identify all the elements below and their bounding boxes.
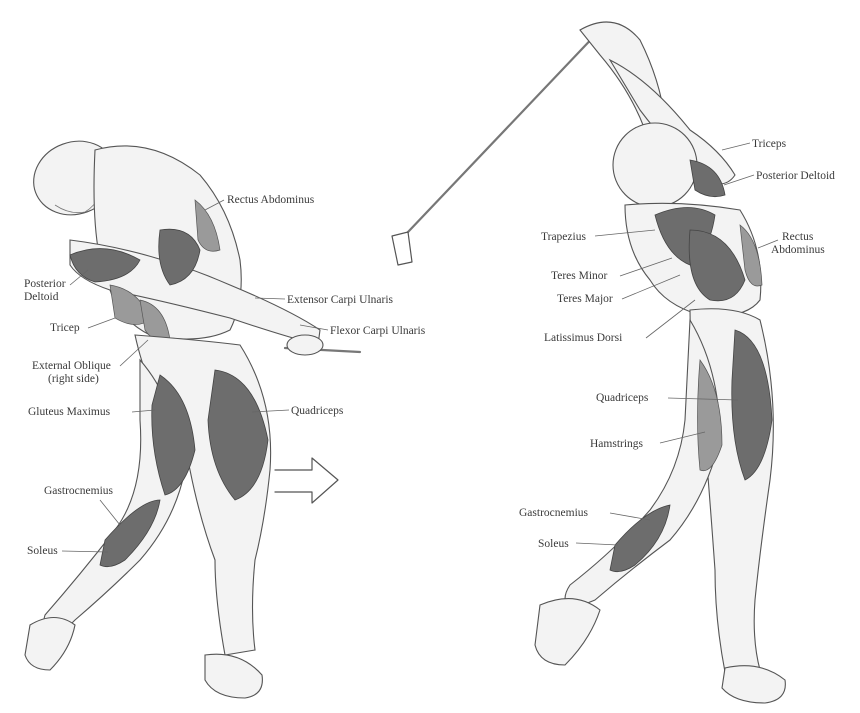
right-front-shoe [722, 666, 785, 703]
right-club-shaft [408, 30, 600, 232]
label-rectus-right-2: Abdominus [771, 244, 825, 256]
label-soleus-left: Soleus [27, 545, 58, 557]
label-quadriceps-right: Quadriceps [596, 392, 649, 404]
label-external-oblique-2: (right side) [48, 373, 99, 385]
left-back-shoe [25, 618, 75, 671]
label-gluteus-maximus: Gluteus Maximus [28, 406, 111, 418]
label-tricep: Tricep [50, 322, 80, 334]
label-external-oblique-1: External Oblique [32, 360, 111, 372]
label-gastrocnemius-left: Gastrocnemius [44, 485, 114, 497]
label-posterior-deltoid-left-2: Deltoid [24, 291, 59, 303]
right-club-head [392, 232, 412, 265]
left-front-shoe [205, 654, 262, 698]
label-quadriceps-left: Quadriceps [291, 405, 344, 417]
label-extensor-carpi-ulnaris: Extensor Carpi Ulnaris [287, 294, 394, 306]
label-gastrocnemius-right: Gastrocnemius [519, 507, 589, 519]
label-teres-major: Teres Major [557, 293, 613, 305]
label-posterior-deltoid-left-1: Posterior [24, 278, 66, 290]
left-hands [287, 335, 323, 355]
label-trapezius: Trapezius [541, 231, 586, 243]
label-rectus-right-1: Rectus [782, 231, 814, 243]
right-head [613, 123, 697, 207]
motion-arrow-icon [275, 458, 338, 503]
label-latissimus-dorsi: Latissimus Dorsi [544, 332, 622, 344]
label-teres-minor: Teres Minor [551, 270, 608, 282]
label-rectus-abdominus-left: Rectus Abdominus [227, 194, 315, 206]
label-hamstrings: Hamstrings [590, 438, 644, 450]
label-triceps-right: Triceps [752, 138, 787, 150]
label-flexor-carpi-ulnaris: Flexor Carpi Ulnaris [330, 325, 426, 337]
label-soleus-right: Soleus [538, 538, 569, 550]
right-back-leg [565, 320, 720, 610]
label-posterior-deltoid-right: Posterior Deltoid [756, 170, 835, 182]
right-golfer-figure [392, 22, 785, 703]
right-back-shoe [535, 599, 600, 665]
